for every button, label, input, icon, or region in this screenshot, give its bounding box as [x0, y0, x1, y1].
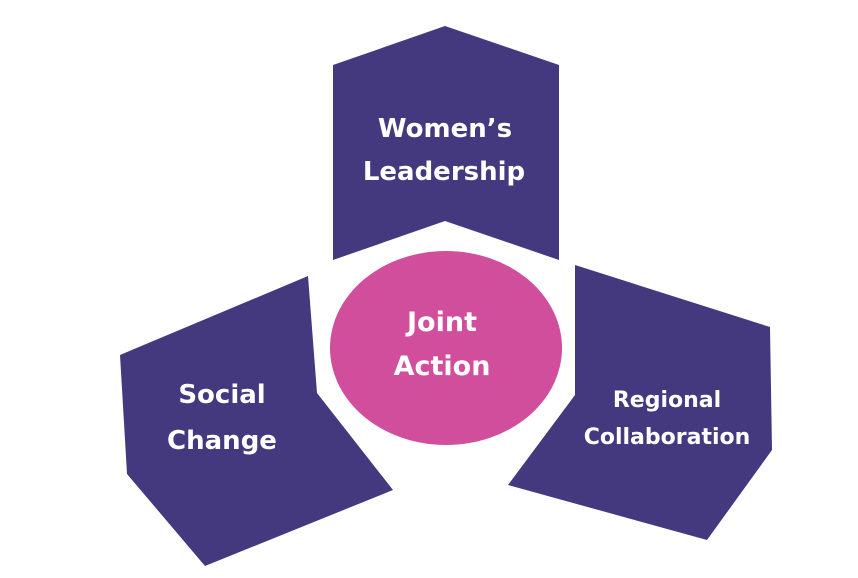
womens-leadership-label-line1: Women’s: [378, 114, 512, 144]
joint-action-label-line2: Action: [394, 351, 491, 382]
top-pentagon-shape: [333, 26, 559, 260]
social-change-label-line1: Social: [178, 380, 265, 410]
womens-leadership-label-line2: Leadership: [363, 157, 525, 187]
node-social-change: Social Change: [120, 276, 393, 566]
regional-collaboration-label-line2: Collaboration: [584, 425, 751, 450]
node-regional-collaboration: Regional Collaboration: [508, 265, 772, 540]
node-joint-action: Joint Action: [330, 251, 562, 445]
node-womens-leadership: Women’s Leadership: [333, 26, 559, 260]
social-change-label-line2: Change: [167, 426, 277, 456]
left-pentagon-shape: [120, 276, 393, 566]
joint-action-label-line1: Joint: [405, 307, 477, 338]
center-circle-shape: [330, 251, 562, 445]
right-pentagon-shape: [508, 265, 772, 540]
regional-collaboration-label-line1: Regional: [613, 388, 721, 413]
